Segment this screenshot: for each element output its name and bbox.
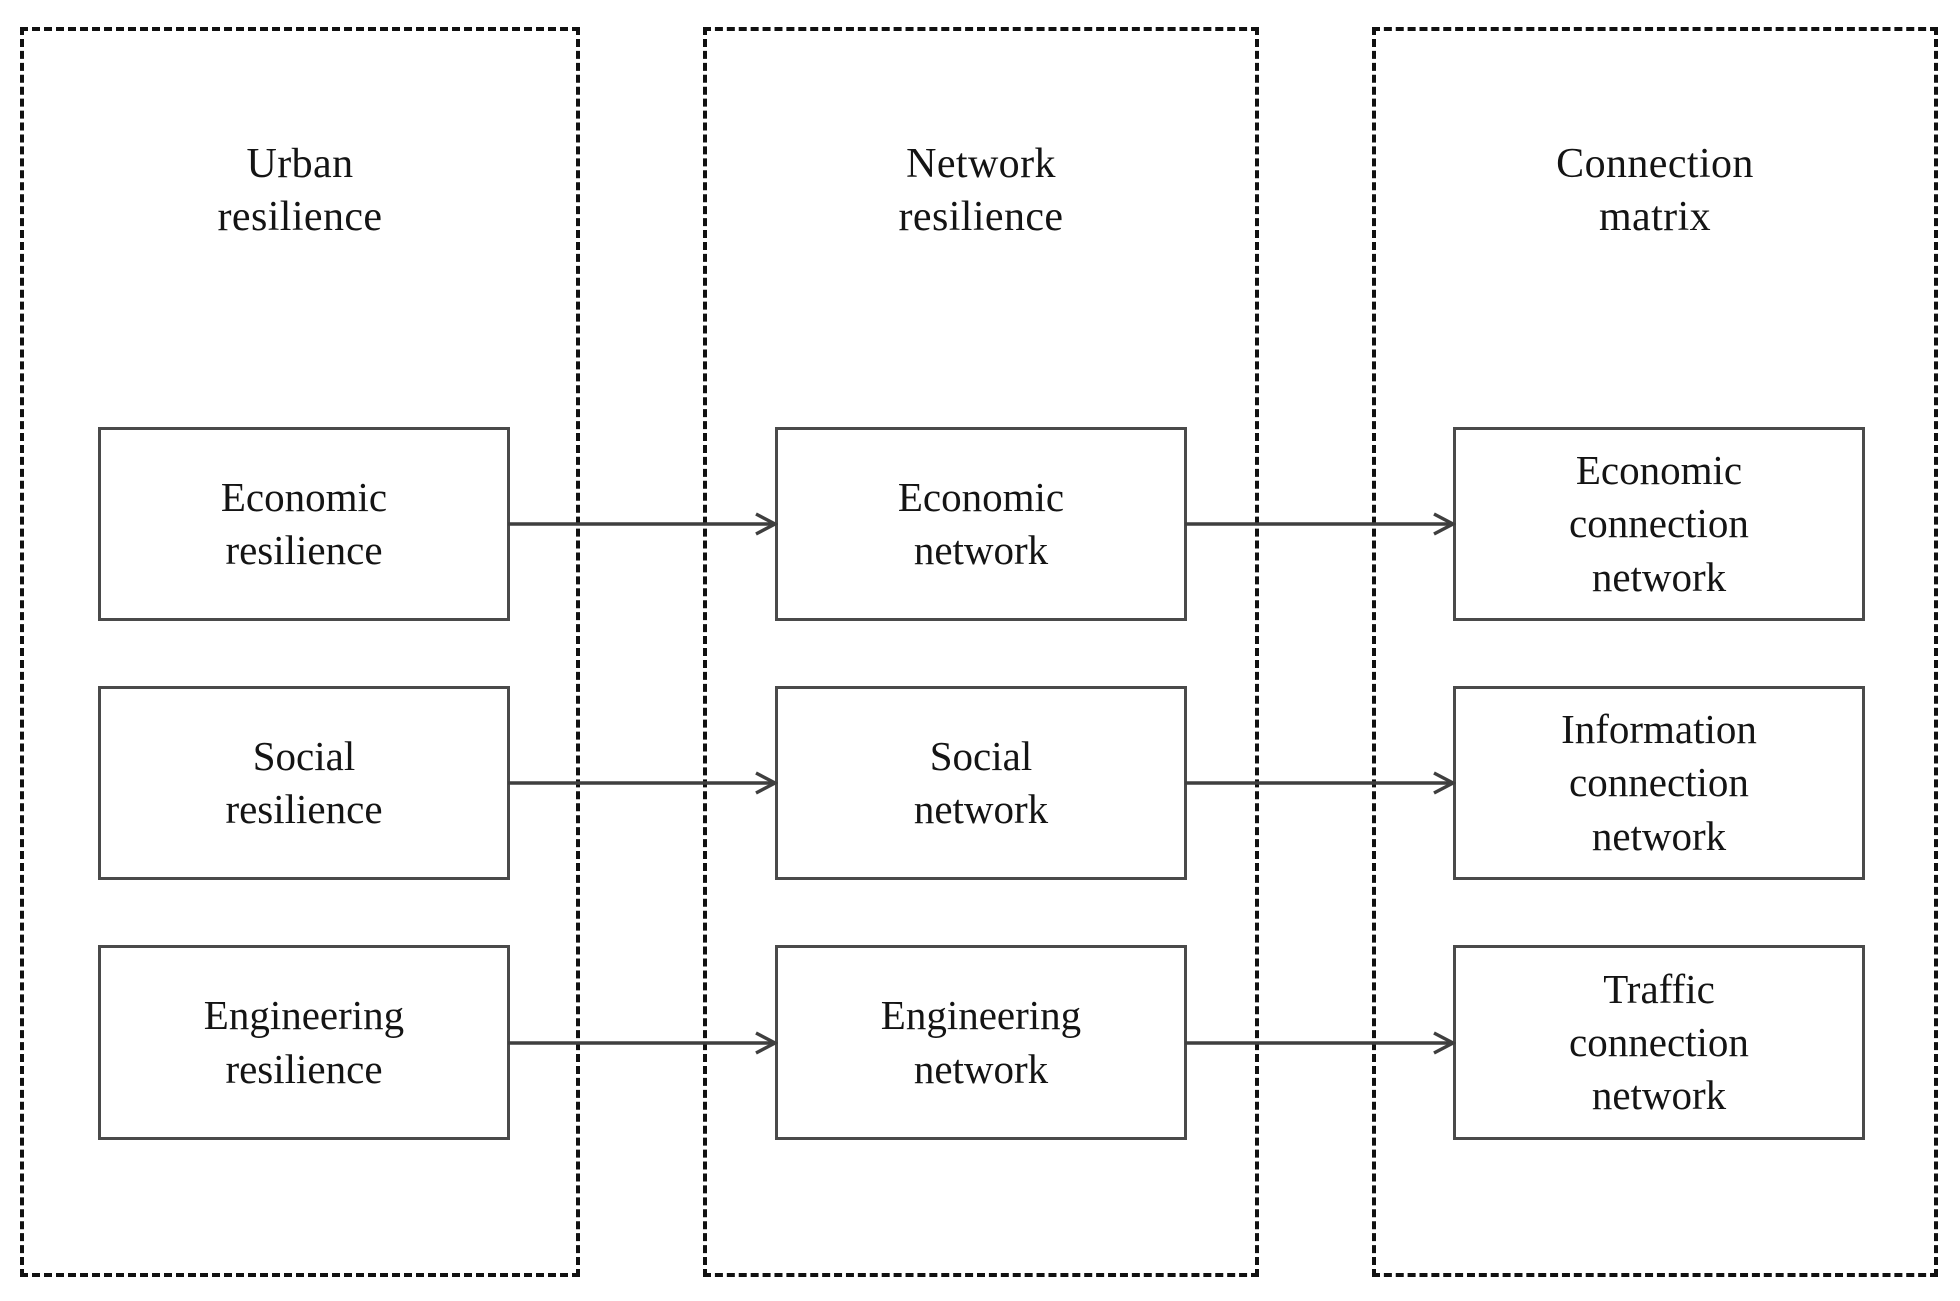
node-social-network[interactable]: Social network	[775, 686, 1187, 880]
group-connection-matrix	[1372, 27, 1938, 1277]
group-urban-resilience	[20, 27, 580, 1277]
node-engineering-resilience[interactable]: Engineering resilience	[98, 945, 510, 1140]
group-network-resilience	[703, 27, 1259, 1277]
node-traffic-connection-network[interactable]: Traffic connection network	[1453, 945, 1865, 1140]
node-information-connection-network[interactable]: Information connection network	[1453, 686, 1865, 880]
node-economic-resilience[interactable]: Economic resilience	[98, 427, 510, 621]
node-economic-connection-network[interactable]: Economic connection network	[1453, 427, 1865, 621]
node-social-resilience[interactable]: Social resilience	[98, 686, 510, 880]
node-engineering-network[interactable]: Engineering network	[775, 945, 1187, 1140]
node-economic-network[interactable]: Economic network	[775, 427, 1187, 621]
